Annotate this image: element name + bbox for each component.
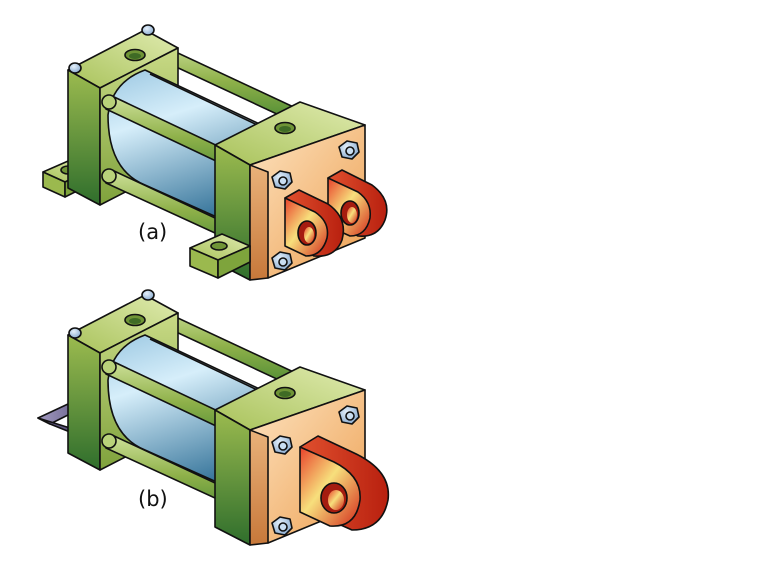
double-clevis	[284, 169, 388, 257]
panel-label-b: (b)	[138, 487, 168, 511]
cylinder-a: (a)	[42, 24, 388, 281]
cylinder-b: (b)	[37, 289, 390, 546]
single-eye-rod-end	[299, 435, 390, 531]
foot-mount-right	[189, 233, 251, 279]
panel-label-a: (a)	[138, 220, 167, 244]
